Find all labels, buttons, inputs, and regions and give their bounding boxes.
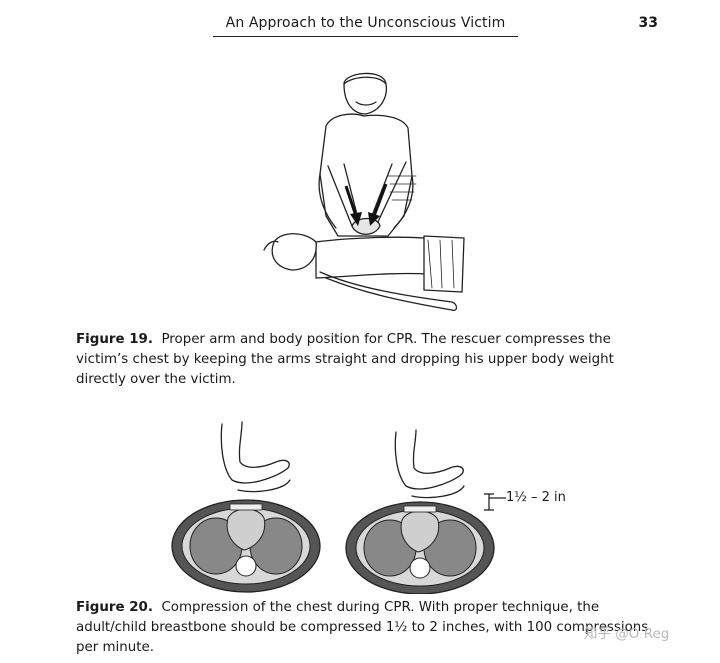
figure-19-label: Figure 19. [76,332,153,347]
figure-19-text: Proper arm and body position for CPR. Th… [76,332,614,387]
header-title: An Approach to the Unconscious Victim [225,15,506,31]
running-header: An Approach to the Unconscious Victim [213,12,518,37]
figure-20-text: Compression of the chest during CPR. Wit… [76,600,649,655]
figure-20-caption: Figure 20. Compression of the chest duri… [76,598,666,658]
page-number: 33 [638,15,658,31]
compression-depth-label: 1½ – 2 in [506,490,566,505]
watermark: 知乎 @O Reg [584,626,670,642]
figure-19-caption: Figure 19. Proper arm and body position … [76,330,666,390]
cpr-rescuer-illustration [263,72,465,311]
chest-compression-illustration [171,421,506,594]
figure-20-label: Figure 20. [76,600,153,615]
